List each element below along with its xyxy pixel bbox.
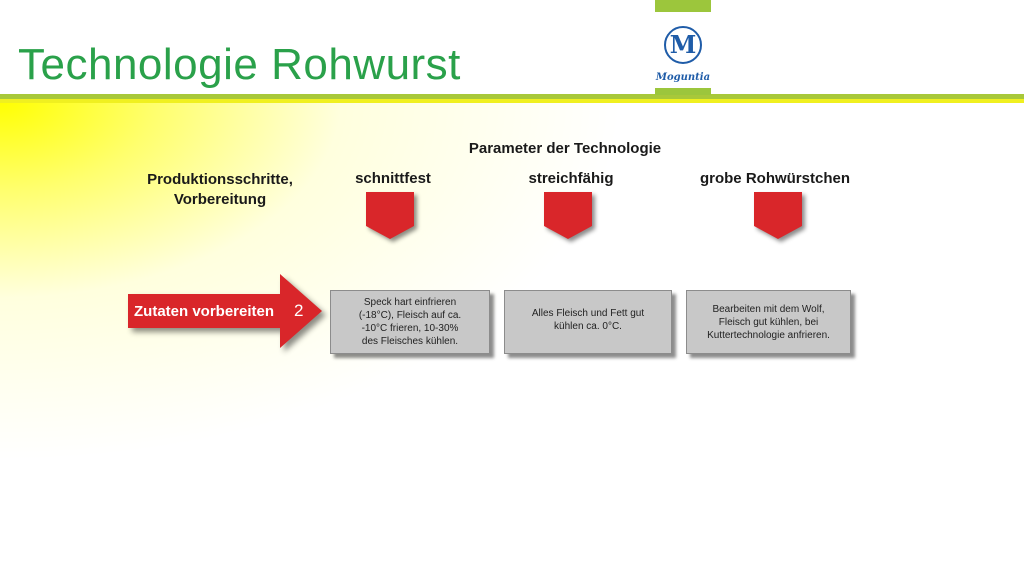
parameter-cell-grobe-rohwuerstchen: Bearbeiten mit dem Wolf, Fleisch gut küh… (686, 290, 851, 354)
logo-wordmark: Moguntia (655, 72, 711, 83)
moguntia-logo: M Moguntia (655, 0, 711, 95)
column-marker-icon (544, 192, 592, 239)
parameter-cell-schnittfest: Speck hart einfrieren (-18°C), Fleisch a… (330, 290, 490, 354)
title-divider-accent (0, 99, 1024, 103)
column-label-streichfaehig: streichfähig (528, 170, 614, 187)
parameter-cell-streichfaehig: Alles Fleisch und Fett gut kühlen ca. 0°… (504, 290, 672, 354)
column-marker-icon (754, 192, 802, 239)
logo-monogram-icon: M (664, 26, 702, 64)
parameter-heading: Parameter der Technologie (468, 140, 662, 157)
slide-title: Technologie Rohwurst (18, 40, 461, 89)
column-label-schnittfest: schnittfest (355, 170, 431, 187)
title-divider (0, 94, 1024, 99)
steps-heading: Produktionsschritte, Vorbereitung (147, 171, 293, 208)
step-number: 2 (294, 301, 304, 320)
column-label-grobe-rohwuerstchen: grobe Rohwürstchen (699, 170, 850, 187)
column-marker-icon (366, 192, 414, 239)
step-label: Zutaten vorbereiten (134, 303, 275, 320)
logo-base-bar (655, 88, 711, 95)
step-arrow-icon (128, 274, 322, 348)
